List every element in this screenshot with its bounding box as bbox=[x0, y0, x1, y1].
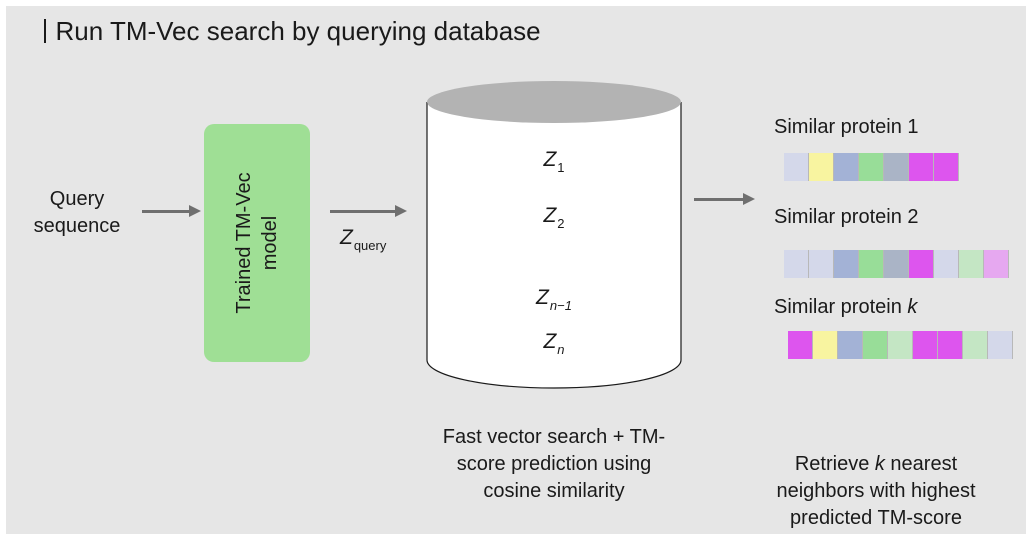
residue-cell bbox=[788, 331, 813, 359]
residue-cell bbox=[834, 153, 859, 181]
residue-cell bbox=[784, 153, 809, 181]
db-entry-1: Z1 bbox=[543, 148, 565, 175]
residue-cell bbox=[884, 153, 909, 181]
arrow-database-to-results bbox=[694, 193, 755, 205]
database-cylinder bbox=[426, 81, 682, 389]
database-top bbox=[427, 81, 681, 123]
residue-cell bbox=[963, 331, 988, 359]
figure-title: Run TM-Vec search by querying database bbox=[55, 16, 541, 46]
db-entry-n: Zn bbox=[543, 330, 565, 357]
z-query-label: Zquery bbox=[340, 226, 387, 253]
similar-protein-1-label: Similar protein 1 bbox=[774, 116, 919, 138]
similar-protein-1-strip bbox=[784, 153, 959, 181]
residue-cell bbox=[988, 331, 1013, 359]
database-caption: Fast vector search + TM- score predictio… bbox=[442, 426, 666, 502]
similar-protein-k-strip bbox=[788, 331, 1013, 359]
similar-protein-k-label: Similar protein k bbox=[774, 296, 918, 318]
residue-cell bbox=[934, 153, 959, 181]
z-query-var: Z bbox=[340, 226, 353, 249]
residue-cell bbox=[913, 331, 938, 359]
z-query-sub: query bbox=[353, 238, 387, 253]
residue-cell bbox=[984, 250, 1009, 278]
similar-protein-2-label: Similar protein 2 bbox=[774, 206, 919, 228]
query-sequence-label: Query sequence bbox=[33, 188, 121, 237]
residue-cell bbox=[834, 250, 859, 278]
residue-cell bbox=[884, 250, 909, 278]
residue-cell bbox=[909, 153, 934, 181]
trained-model-label: Trained TM-Vec model bbox=[233, 172, 281, 314]
residue-cell bbox=[959, 250, 984, 278]
residue-cell bbox=[909, 250, 934, 278]
similar-protein-2-strip bbox=[784, 250, 1009, 278]
residue-cell bbox=[809, 153, 834, 181]
residue-cell bbox=[863, 331, 888, 359]
db-entry-n-minus-1: Zn−1 bbox=[536, 286, 572, 313]
db-entry-2: Z2 bbox=[543, 204, 565, 231]
residue-cell bbox=[938, 331, 963, 359]
residue-cell bbox=[888, 331, 913, 359]
arrow-query-to-model bbox=[142, 205, 201, 217]
vector-database: Z1 Z2 Zn−1 Zn bbox=[426, 80, 682, 390]
residue-cell bbox=[934, 250, 959, 278]
residue-cell bbox=[813, 331, 838, 359]
residue-cell bbox=[784, 250, 809, 278]
residue-cell bbox=[809, 250, 834, 278]
arrow-model-to-database bbox=[330, 205, 407, 217]
residue-cell bbox=[859, 250, 884, 278]
title-bar bbox=[44, 19, 46, 43]
trained-model-box: Trained TM-Vec model bbox=[204, 124, 310, 362]
results-caption: Retrieve k nearest neighbors with highes… bbox=[776, 453, 976, 529]
residue-cell bbox=[859, 153, 884, 181]
residue-cell bbox=[838, 331, 863, 359]
database-body bbox=[426, 102, 682, 389]
title-block: Run TM-Vec search by querying database bbox=[44, 14, 541, 48]
